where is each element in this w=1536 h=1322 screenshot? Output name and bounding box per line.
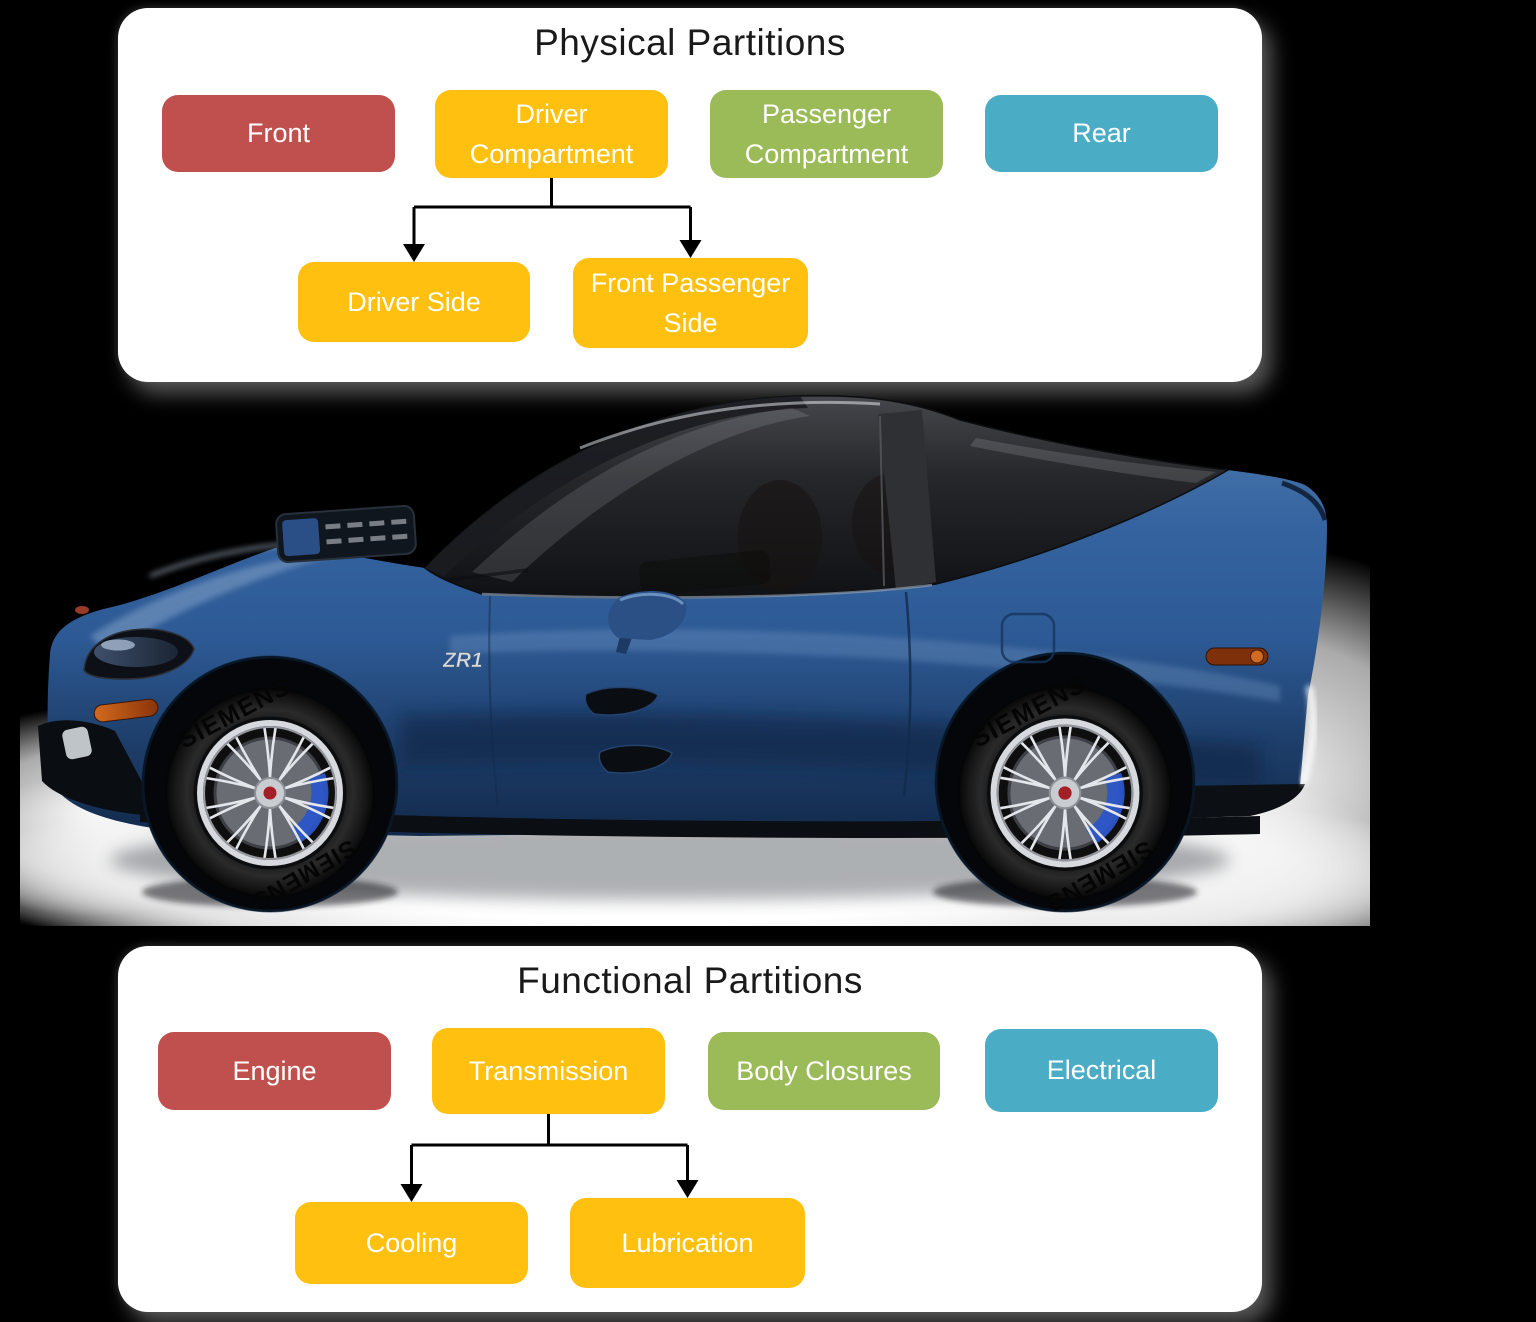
box-cooling: Cooling [295, 1202, 528, 1284]
box-driver-side-label: Driver Side [347, 286, 481, 317]
box-electrical-label: Electrical [1046, 1055, 1157, 1086]
box-front-passenger-side: Front Passenger Side [573, 258, 808, 348]
box-transmission-label: Transmission [468, 1055, 629, 1086]
box-rear: Rear [985, 95, 1218, 172]
functional-partitions-panel: Functional Partitions Engine Transmissio… [118, 946, 1262, 1312]
box-front-passenger-side-label: Front Passenger Side [590, 267, 791, 339]
box-engine-label: Engine [232, 1055, 317, 1086]
bumper-duct [62, 726, 92, 760]
functional-partitions-title: Functional Partitions [517, 960, 863, 1001]
fuel-door [1000, 612, 1056, 664]
box-driver-compartment: Driver Compartment [435, 90, 668, 178]
hood-vent [275, 504, 417, 564]
box-body-closures-label: Body Closures [736, 1055, 912, 1086]
fender-gill-vent [598, 744, 673, 774]
b-pillar [878, 410, 936, 590]
door-seam [902, 591, 912, 797]
box-engine: Engine [158, 1032, 391, 1110]
arrow-down-icon [676, 1180, 699, 1198]
rear-side-marker [1205, 647, 1269, 666]
arrow-down-icon [400, 1184, 423, 1202]
arrow-down-icon [679, 240, 702, 258]
box-lubrication-label: Lubrication [621, 1227, 754, 1258]
physical-partitions-title: Physical Partitions [534, 22, 846, 63]
rear-diffuser [1180, 784, 1305, 818]
nose-emblem [75, 606, 89, 614]
physical-partitions-panel: Physical Partitions Front Driver Compart… [118, 8, 1262, 382]
car-details: ZR1 [62, 480, 1328, 807]
box-front-label: Front [246, 118, 311, 149]
box-front: Front [162, 95, 395, 172]
canopy [423, 394, 1231, 599]
wiper [447, 568, 529, 582]
box-rear-label: Rear [1072, 118, 1131, 149]
box-electrical: Electrical [985, 1029, 1218, 1112]
headlight [83, 628, 195, 680]
corvette-side-view: SIEMENS SIEMENS [0, 394, 1536, 1016]
box-body-closures: Body Closures [708, 1032, 940, 1110]
box-cooling-label: Cooling [365, 1227, 458, 1258]
box-transmission: Transmission [432, 1028, 665, 1114]
zr1-badge: ZR1 [442, 649, 483, 672]
car-illustration: SIEMENS SIEMENS [0, 386, 1536, 1016]
fender-gill-vent [584, 686, 659, 716]
box-driver-side: Driver Side [298, 262, 530, 342]
box-driver-compartment-label: Driver Compartment [469, 98, 634, 170]
front-side-marker [93, 698, 159, 723]
box-passenger-compartment: Passenger Compartment [710, 90, 943, 178]
arrow-down-icon [403, 244, 425, 262]
box-lubrication: Lubrication [570, 1198, 805, 1288]
side-mirror [608, 591, 687, 654]
box-passenger-compartment-label: Passenger Compartment [744, 98, 909, 170]
